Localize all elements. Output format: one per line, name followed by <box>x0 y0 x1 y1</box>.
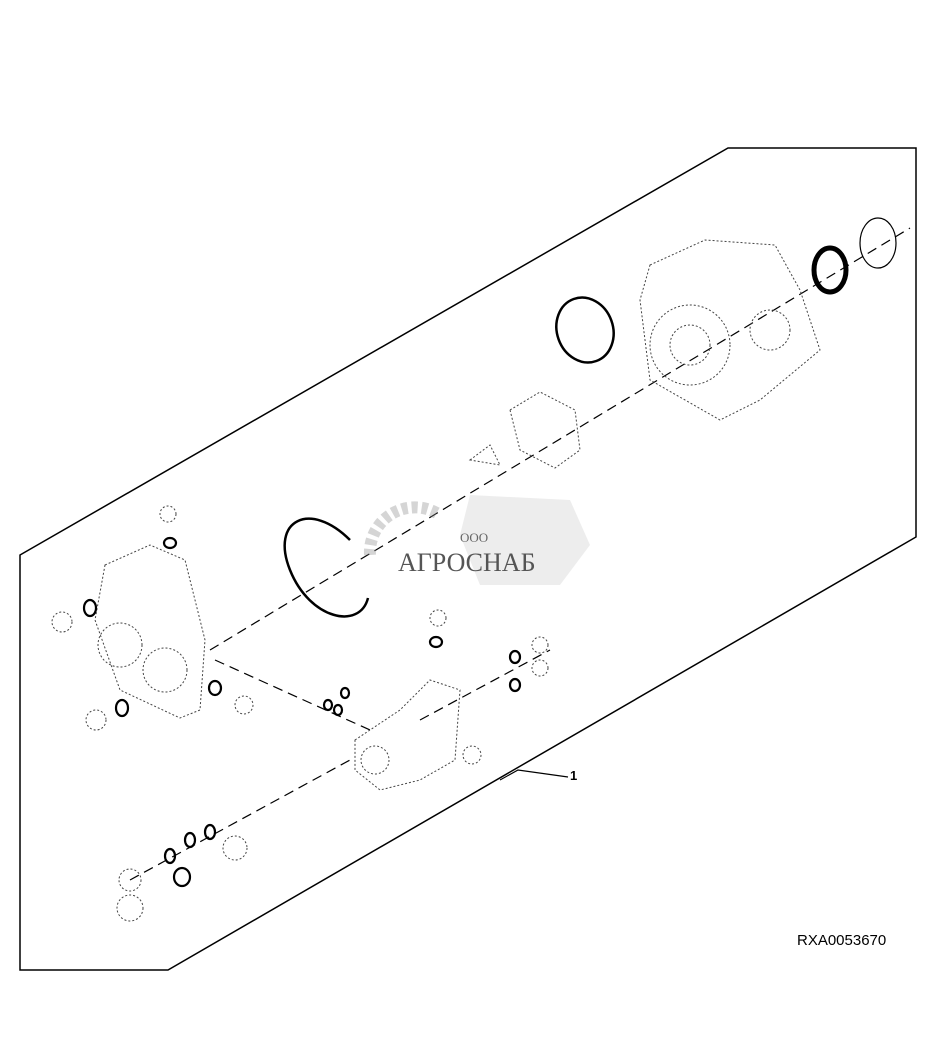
o-ring-large <box>555 296 615 364</box>
shaft-seal <box>811 245 849 295</box>
wear-plate <box>468 391 581 469</box>
pump-housing <box>639 239 821 421</box>
valve-body-left <box>51 505 254 731</box>
retaining-ring <box>283 517 370 618</box>
watermark-name: АГРОСНАБ <box>398 548 536 577</box>
watermark-prefix: ООО <box>460 530 489 545</box>
callout-label: 1 <box>570 768 578 783</box>
o-rings-center <box>163 635 522 888</box>
figure-id: RXA0053670 <box>797 932 887 949</box>
plugs-lower <box>116 636 549 922</box>
callout-leader <box>499 769 569 781</box>
watermark-logo <box>360 485 600 595</box>
valve-body-center <box>354 609 482 791</box>
o-rings-left <box>82 536 223 718</box>
snap-ring <box>859 217 897 269</box>
diagram-frame <box>19 147 917 971</box>
